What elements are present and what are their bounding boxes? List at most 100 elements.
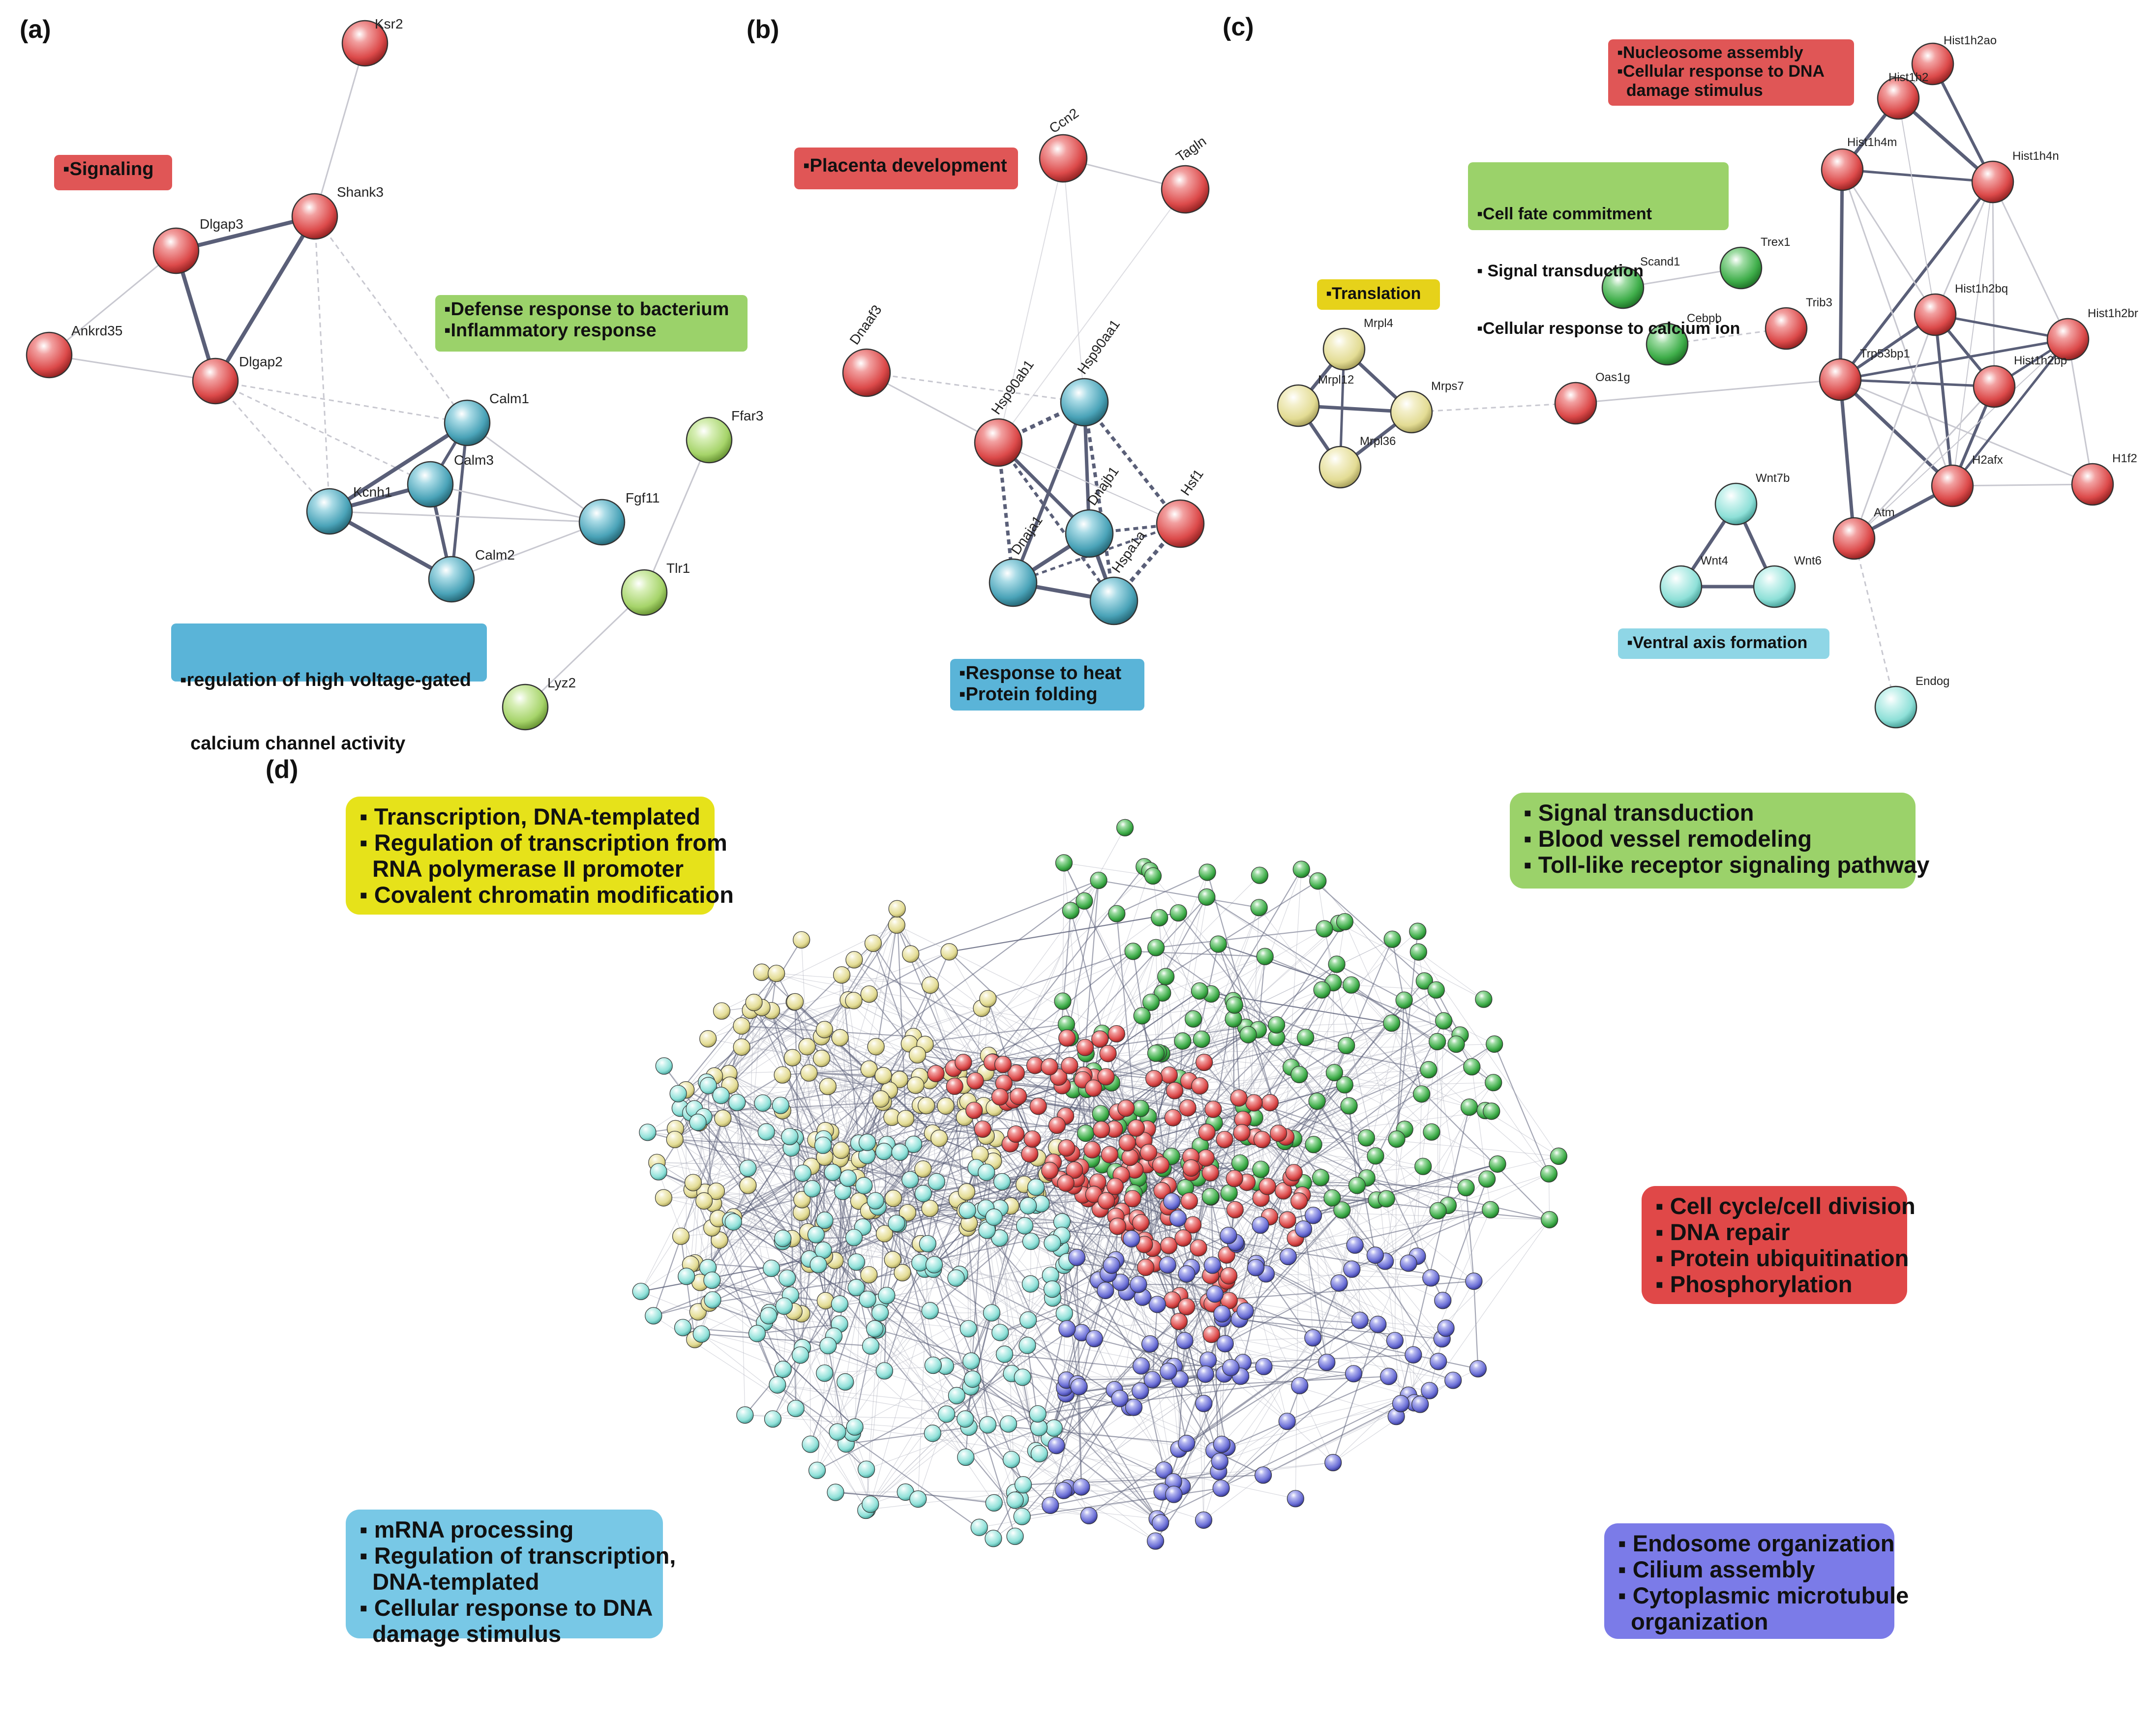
network-edge xyxy=(1256,1137,1287,1264)
network-edge xyxy=(932,1312,992,1366)
network-node xyxy=(1395,991,1413,1009)
node-label: Ankrd35 xyxy=(71,323,122,338)
network-node xyxy=(1085,1079,1103,1097)
network-node xyxy=(1216,1335,1234,1353)
network-edge xyxy=(998,442,1181,524)
network-edge xyxy=(1302,1194,1550,1220)
node-label: Wnt7b xyxy=(1756,472,1790,485)
network-node xyxy=(1659,565,1703,608)
network-edge xyxy=(640,1291,801,1356)
network-node xyxy=(1279,1247,1297,1266)
network-edge xyxy=(1155,947,1335,1073)
network-edge xyxy=(712,1279,803,1348)
network-node xyxy=(999,1415,1018,1433)
legend-line: ▪ Phosphorylation xyxy=(1655,1271,1853,1298)
network-edge xyxy=(1575,379,1841,404)
network-edge xyxy=(1345,1084,1498,1164)
legend-line: ▪ Toll-like receptor signaling pathway xyxy=(1524,852,1930,878)
node-label: Hsp90ab1 xyxy=(988,357,1037,417)
network-node xyxy=(793,931,810,949)
network-node xyxy=(1068,1248,1086,1266)
network-node xyxy=(867,1038,885,1056)
network-edge xyxy=(1221,1163,1498,1285)
network-edge xyxy=(1162,956,1265,993)
network-node xyxy=(845,951,863,969)
network-edge xyxy=(1303,1183,1314,1338)
node-label: Mrpl36 xyxy=(1360,435,1396,448)
legend-box-defense: ▪Defense response to bacterium ▪Inflamma… xyxy=(435,295,748,352)
network-edge xyxy=(328,421,469,513)
network-edge xyxy=(1138,1186,1211,1276)
network-edge xyxy=(1221,1421,1288,1489)
network-edge xyxy=(748,1002,754,1186)
network-edge xyxy=(1166,880,1318,978)
network-edge xyxy=(718,1218,857,1288)
network-edge xyxy=(1838,379,1856,539)
network-edge xyxy=(701,1334,796,1409)
network-node xyxy=(1148,1296,1166,1313)
network-node xyxy=(1021,1145,1039,1163)
network-edge xyxy=(926,1105,1065,1388)
network-node xyxy=(847,1253,865,1271)
network-node xyxy=(894,1264,911,1281)
network-edge xyxy=(1066,1261,1082,1333)
network-edge xyxy=(1935,313,2068,341)
legend-line: ▪Cell fate commitment xyxy=(1477,205,1652,223)
network-edge xyxy=(999,1154,1030,1209)
network-edge xyxy=(49,250,177,356)
legend-line: ▪ Signal transduction xyxy=(1477,262,1644,281)
network-node xyxy=(1058,1320,1076,1338)
legend-line: RNA polymerase II promoter xyxy=(359,856,684,882)
network-node xyxy=(812,1049,831,1068)
network-node xyxy=(152,227,200,274)
legend-line: ▪ Regulation of transcription, xyxy=(359,1543,676,1569)
network-node xyxy=(862,1495,879,1513)
network-edge xyxy=(1164,1470,1296,1499)
network-edge xyxy=(992,1053,1162,1063)
network-node xyxy=(864,934,882,952)
network-edge xyxy=(975,1008,982,1081)
network-edge xyxy=(839,925,897,1159)
network-edge xyxy=(1396,931,1418,1139)
network-node xyxy=(1016,1217,1034,1235)
legend-line: ▪Cellular response to DNA xyxy=(1617,62,1825,81)
legend-line: ▪Translation xyxy=(1326,284,1421,303)
network-edge xyxy=(1094,1338,1241,1377)
network-edge xyxy=(1148,1106,1244,1153)
network-node xyxy=(978,1163,995,1181)
network-edge xyxy=(1485,1110,1559,1157)
network-edge xyxy=(877,1101,969,1208)
network-edge xyxy=(849,1168,937,1183)
network-node xyxy=(798,1038,816,1056)
network-edge xyxy=(1218,944,1334,983)
network-edge xyxy=(1049,1282,1121,1439)
network-edge xyxy=(728,1073,868,1143)
network-edge xyxy=(876,1008,982,1047)
network-node xyxy=(1048,1437,1065,1454)
network-node xyxy=(970,1518,988,1536)
network-edge xyxy=(1351,1269,1431,1278)
network-edge xyxy=(674,1139,713,1280)
network-node xyxy=(733,1017,750,1035)
network-edge xyxy=(643,440,710,593)
network-node xyxy=(291,193,338,240)
network-node xyxy=(1204,1100,1222,1118)
network-edge xyxy=(1317,1101,1376,1157)
network-node xyxy=(1198,888,1216,906)
network-edge xyxy=(1346,1045,1432,1132)
network-node xyxy=(1342,976,1360,994)
legend-box-transcription: ▪ Transcription, DNA-templated ▪ Regulat… xyxy=(346,797,734,915)
network-edge xyxy=(975,1008,982,1081)
network-edge xyxy=(1159,918,1239,1098)
legend-box-mrna: ▪ mRNA processing ▪ Regulation of transc… xyxy=(346,1510,676,1647)
network-edge xyxy=(1016,1098,1101,1115)
legend-line: organization xyxy=(1618,1608,1768,1635)
legend-line: damage stimulus xyxy=(1617,81,1763,100)
network-node xyxy=(993,1173,1011,1190)
network-edge xyxy=(1170,1282,1340,1367)
network-node xyxy=(1157,968,1175,985)
network-node xyxy=(829,1423,846,1441)
network-edge xyxy=(1177,1218,1228,1448)
network-node xyxy=(888,1215,905,1232)
network-edge xyxy=(1066,880,1100,1039)
